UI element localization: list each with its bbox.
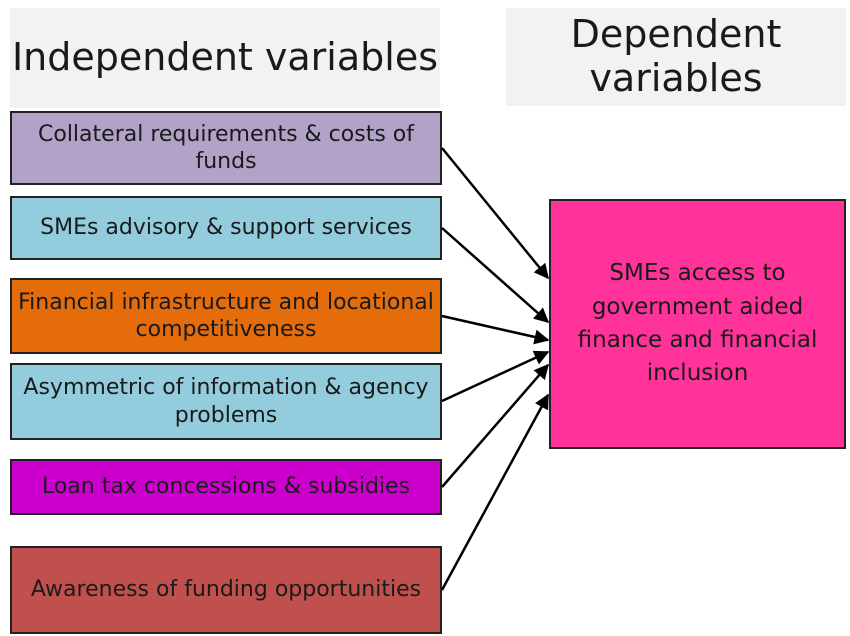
loan-tax-concessions-box: Loan tax concessions & subsidies xyxy=(10,459,442,515)
funding-awareness-box: Awareness of funding opportunities xyxy=(10,546,442,634)
arrow-6 xyxy=(440,393,550,591)
arrow-3 xyxy=(441,314,550,345)
dependent-variables-header: Dependent variables xyxy=(506,8,846,106)
box-label: Collateral requirements & costs of funds xyxy=(38,121,414,175)
box-label: Financial infrastructure and locational … xyxy=(18,289,434,343)
dependent-box-label: SMEs access to government aided finance … xyxy=(577,260,818,387)
box-label: Asymmetric of information & agency probl… xyxy=(23,375,429,428)
independent-variables-header: Independent variables xyxy=(10,8,440,108)
arrow-1 xyxy=(441,147,549,280)
box-label: SMEs advisory & support services xyxy=(40,215,412,241)
financial-infrastructure-box: Financial infrastructure and locational … xyxy=(10,278,442,354)
dependent-header-text: Dependent variables xyxy=(570,12,782,100)
independent-header-text: Independent variables xyxy=(11,35,439,80)
arrow-5 xyxy=(441,363,549,488)
dependent-variable-box: SMEs access to government aided finance … xyxy=(549,199,846,449)
collateral-requirements-box: Collateral requirements & costs of funds xyxy=(10,111,442,185)
arrow-2 xyxy=(441,227,550,323)
information-asymmetry-box: Asymmetric of information & agency probl… xyxy=(10,363,442,440)
box-label: Loan tax concessions & subsidies xyxy=(41,474,411,500)
box-label: Awareness of funding opportunities xyxy=(30,577,422,603)
arrow-4 xyxy=(441,350,550,403)
sme-advisory-box: SMEs advisory & support services xyxy=(10,196,442,260)
